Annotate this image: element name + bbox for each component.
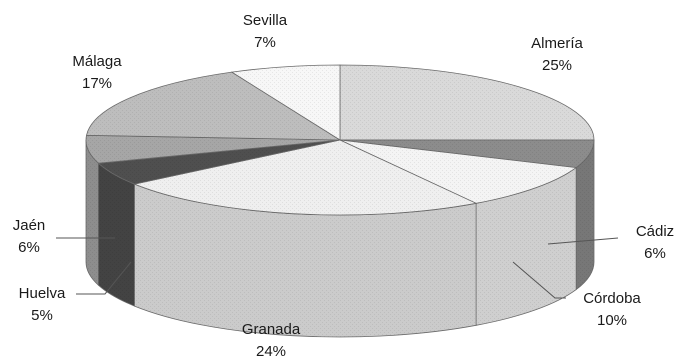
leader-line-cordoba	[512, 261, 566, 299]
slice-value-sevilla: 7%	[254, 34, 276, 51]
slice-label-cordoba: Córdoba	[583, 290, 641, 307]
slice-value-malaga: 17%	[82, 75, 112, 92]
leader-line-huelva	[76, 261, 132, 295]
slice-label-granada: Granada	[242, 321, 301, 338]
slice-value-cadiz: 6%	[644, 245, 666, 262]
slice-label-cadiz: Cádiz	[636, 223, 674, 240]
slice-labels: Almería 25% Cádiz 6% Córdoba 10% Granada 24% Hue…	[13, 12, 674, 360]
slice-value-almeria: 25%	[542, 57, 572, 74]
pie-texture	[86, 65, 594, 337]
slice-label-malaga: Málaga	[72, 53, 122, 70]
slice-value-jaen: 6%	[18, 239, 40, 256]
slice-label-almeria: Almería	[531, 35, 583, 52]
slice-value-cordoba: 10%	[597, 312, 627, 329]
pie-side-texture	[86, 140, 594, 337]
slice-label-jaen: Jaén	[13, 217, 46, 234]
leader-line-cadiz	[547, 237, 619, 245]
slice-label-sevilla: Sevilla	[243, 12, 288, 29]
slice-value-huelva: 5%	[31, 307, 53, 324]
pie-top-texture	[86, 65, 594, 215]
leader-lines	[56, 237, 619, 299]
slice-label-huelva: Huelva	[19, 285, 66, 302]
slice-value-granada: 24%	[256, 343, 286, 360]
